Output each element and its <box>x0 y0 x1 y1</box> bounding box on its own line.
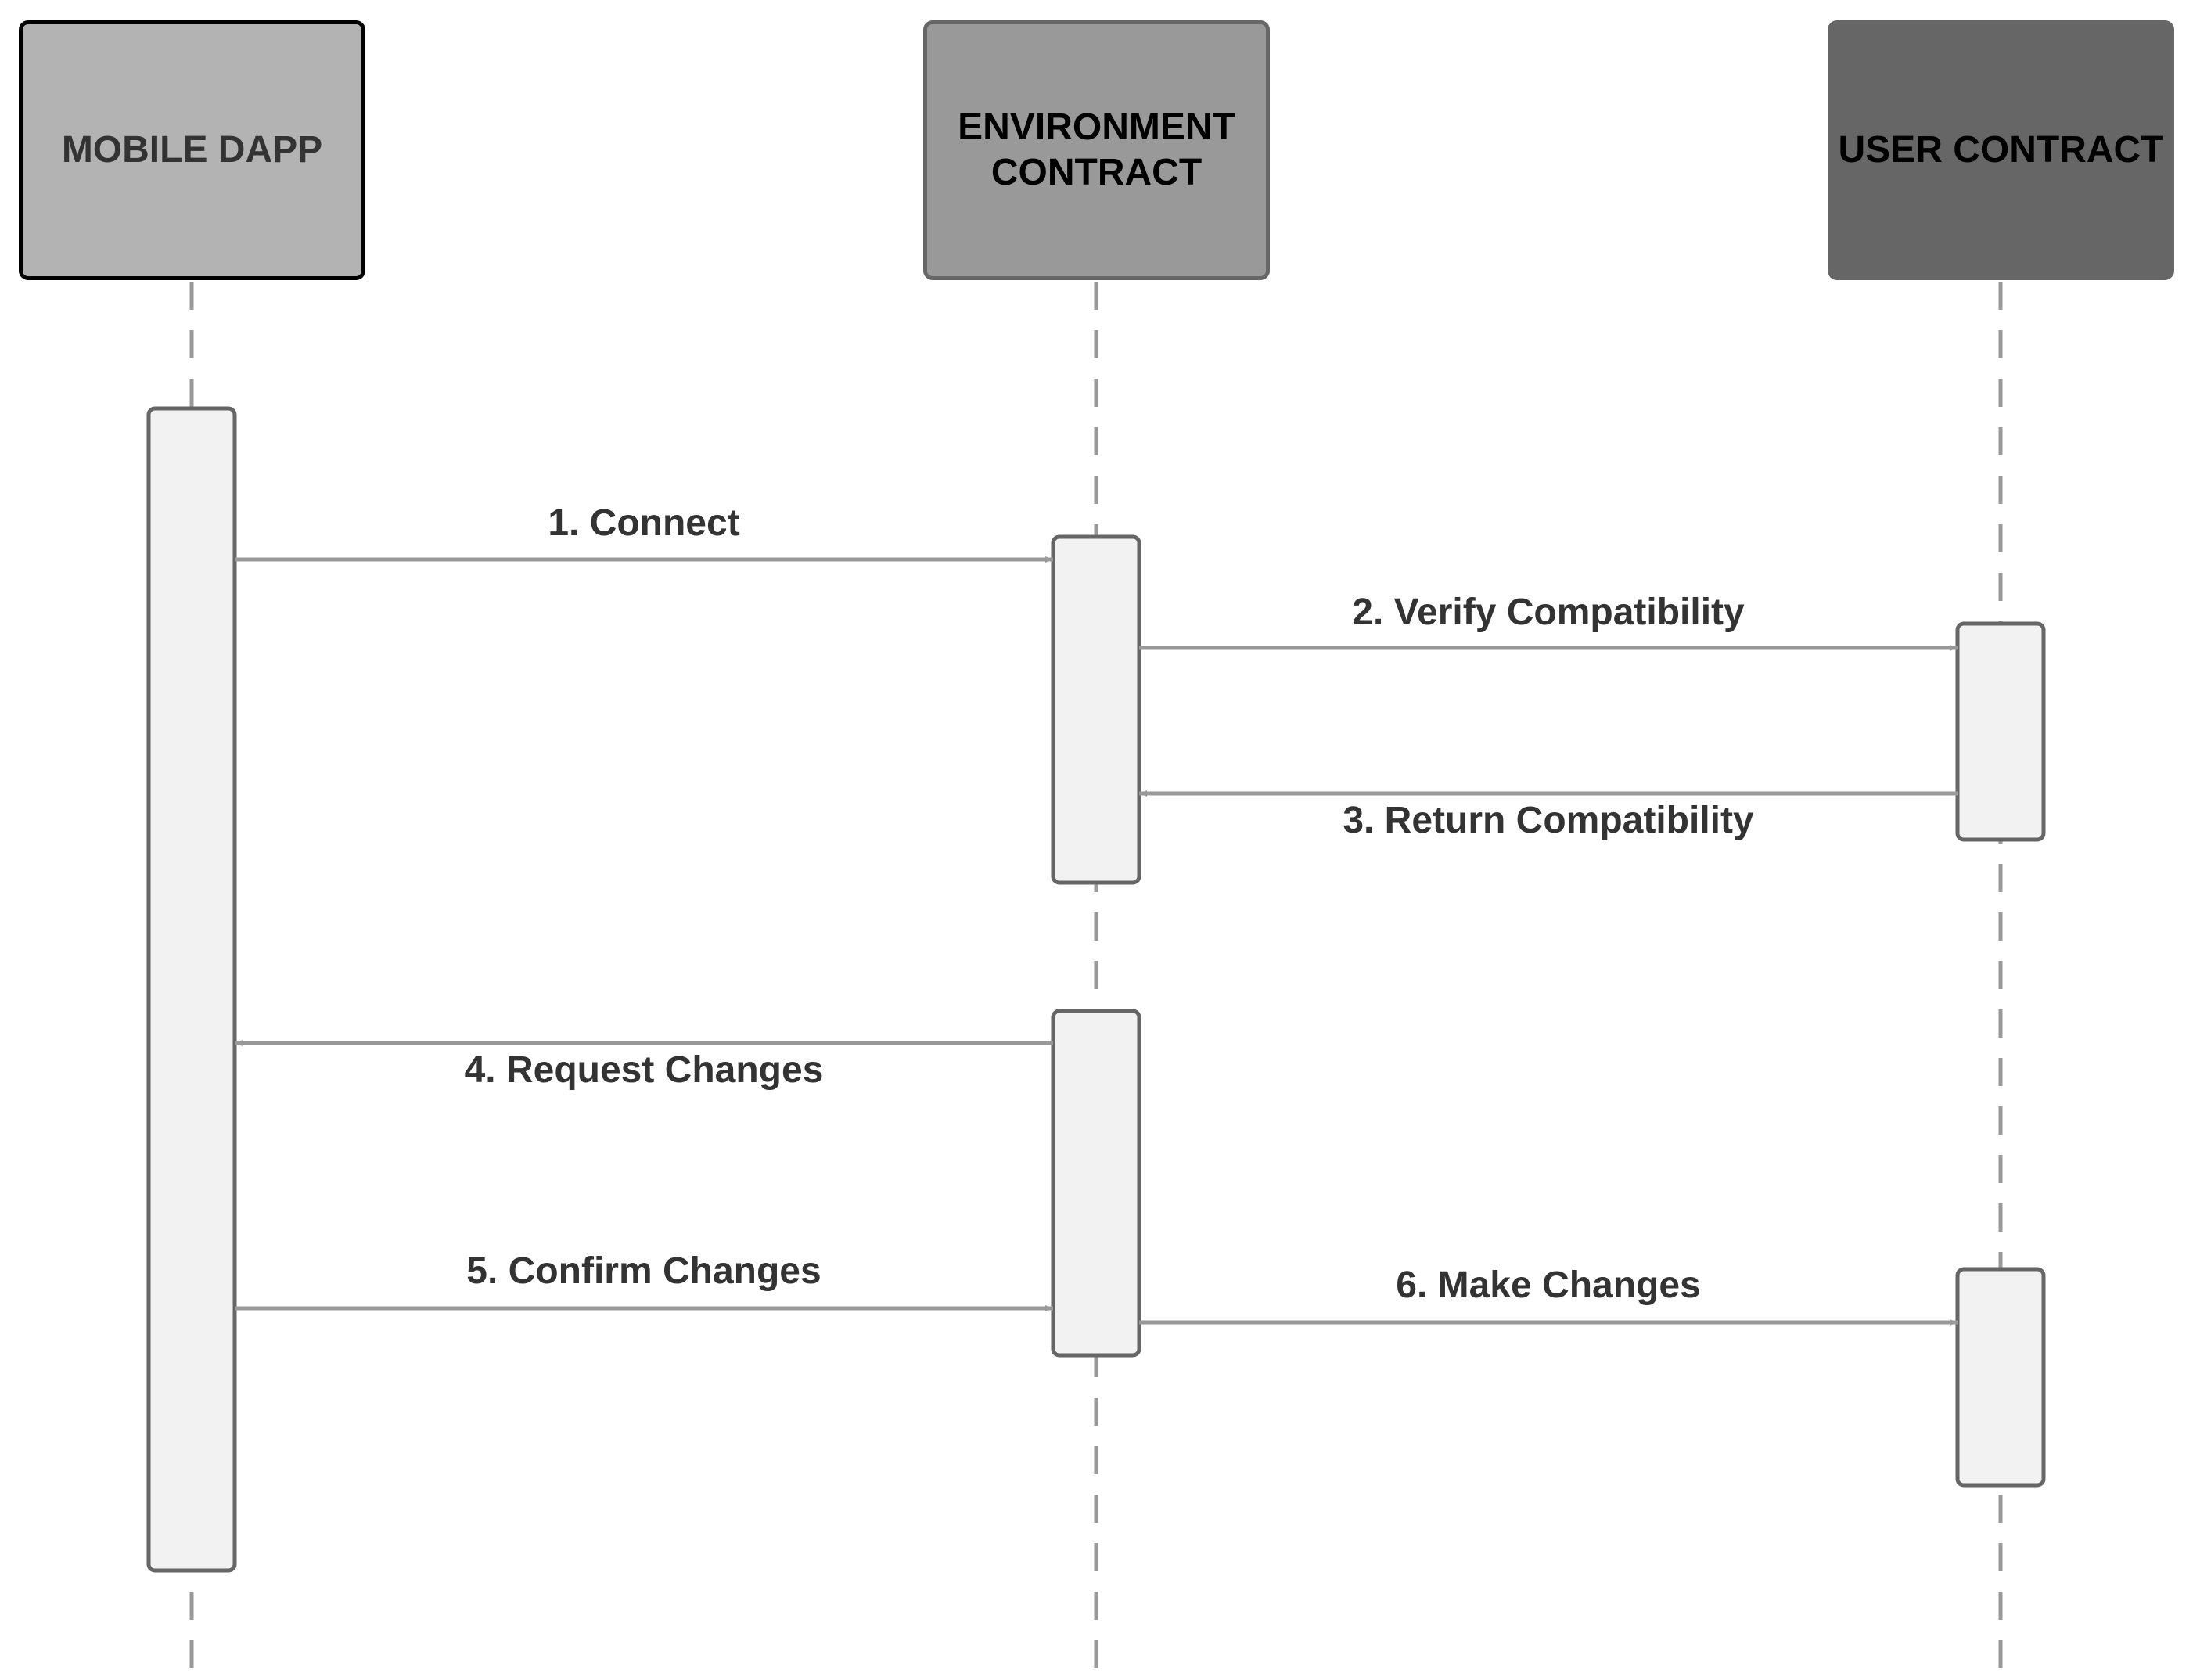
message-label-make: 6. Make Changes <box>1396 1264 1700 1306</box>
activation-mobile <box>146 406 237 1573</box>
participant-environment-contract: ENVIRONMENT CONTRACT <box>923 20 1270 280</box>
message-label-return: 3. Return Compatibility <box>1343 800 1754 841</box>
activation-environment-1 <box>1051 534 1141 885</box>
activation-environment-2 <box>1051 1009 1141 1358</box>
message-label-request: 4. Request Changes <box>465 1049 824 1091</box>
activation-user-1 <box>1955 621 2046 842</box>
activation-user-2 <box>1955 1267 2046 1488</box>
participant-user-contract: USER CONTRACT <box>1828 20 2174 280</box>
message-label-verify: 2. Verify Compatibility <box>1352 592 1745 633</box>
message-label-connect: 1. Connect <box>548 502 739 544</box>
participant-mobile-dapp: MOBILE DAPP <box>19 20 365 280</box>
message-label-confirm: 5. Confirm Changes <box>466 1250 821 1292</box>
